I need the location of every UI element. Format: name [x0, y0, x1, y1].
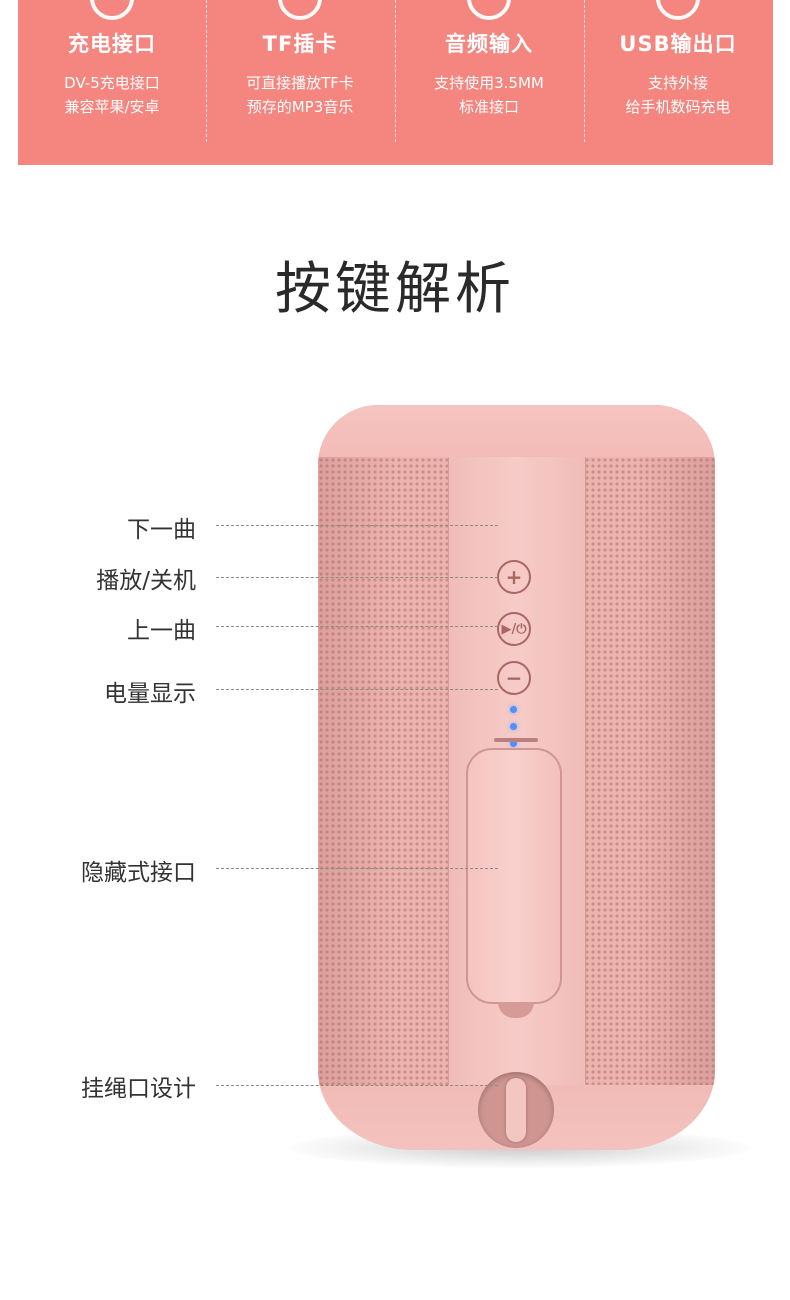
- feature-desc-line: 预存的MP3音乐: [246, 98, 354, 116]
- feature-title: 音频输入: [445, 32, 533, 56]
- battery-led: [510, 706, 517, 713]
- feature-desc-line: DV-5充电接口: [64, 74, 160, 92]
- feature-desc-line: 支持外接: [647, 74, 708, 92]
- feature-usb-output: USB输出口 支持外接 给手机数码充电: [584, 0, 772, 165]
- feature-desc-line: 可直接播放TF卡: [246, 74, 354, 92]
- callout-line: [216, 689, 498, 690]
- feature-desc-line: 兼容苹果/安卓: [64, 98, 160, 116]
- divider: [206, 0, 207, 142]
- feature-desc-line: 标准接口: [458, 98, 519, 116]
- callout-line: [216, 577, 498, 578]
- divider: [584, 0, 585, 142]
- feature-title: 充电接口: [68, 32, 156, 56]
- section-title: 按键解析: [275, 257, 515, 322]
- feature-banner: 充电接口 DV-5充电接口 兼容苹果/安卓 TF插卡 可直接播放TF卡 预存的M…: [18, 0, 773, 165]
- callout-hidden-port: 隐藏式接口: [81, 860, 196, 886]
- audio-input-icon: [467, 0, 511, 20]
- plus-icon: +: [505, 565, 523, 589]
- callout-line: [216, 626, 498, 627]
- tf-card-icon: [278, 0, 322, 20]
- speaker-product-image: + ▶/⏻ −: [318, 405, 715, 1150]
- feature-title: TF插卡: [262, 32, 338, 56]
- callout-line: [216, 868, 498, 869]
- hidden-port-cover[interactable]: [466, 748, 562, 1018]
- lanyard-hole: [478, 1072, 554, 1148]
- minus-icon: −: [505, 666, 523, 690]
- battery-led: [510, 723, 517, 730]
- callout-line: [216, 525, 498, 526]
- feature-desc-line: 支持使用3.5MM: [434, 74, 544, 92]
- speaker-grille-right: [584, 457, 715, 1087]
- lanyard-bar: [506, 1078, 526, 1142]
- callout-lanyard: 挂绳口设计: [81, 1076, 196, 1102]
- battery-led: [510, 740, 517, 747]
- feature-tf-card: TF插卡 可直接播放TF卡 预存的MP3音乐: [206, 0, 394, 165]
- cover-pull-tab[interactable]: [498, 1002, 534, 1018]
- prev-track-button[interactable]: −: [497, 661, 531, 695]
- callout-prev-track: 上一曲: [127, 618, 196, 644]
- callout-play-power: 播放/关机: [96, 568, 196, 594]
- play-power-button[interactable]: ▶/⏻: [497, 612, 531, 646]
- feature-charging-port: 充电接口 DV-5充电接口 兼容苹果/安卓: [18, 0, 206, 165]
- port-slot: [494, 738, 538, 742]
- divider: [395, 0, 396, 142]
- next-track-button[interactable]: +: [497, 560, 531, 594]
- callout-line: [216, 1085, 498, 1086]
- speaker-grille-left: [318, 457, 448, 1087]
- speaker-top-cap: [318, 405, 715, 463]
- usb-output-icon: [656, 0, 700, 20]
- feature-audio-input: 音频输入 支持使用3.5MM 标准接口: [395, 0, 583, 165]
- play-power-icon: ▶/⏻: [501, 621, 527, 637]
- callout-next-track: 下一曲: [127, 517, 196, 543]
- callout-battery-display: 电量显示: [104, 681, 196, 707]
- charging-port-icon: [90, 0, 134, 20]
- feature-desc-line: 给手机数码充电: [625, 98, 731, 116]
- feature-title: USB输出口: [619, 32, 737, 56]
